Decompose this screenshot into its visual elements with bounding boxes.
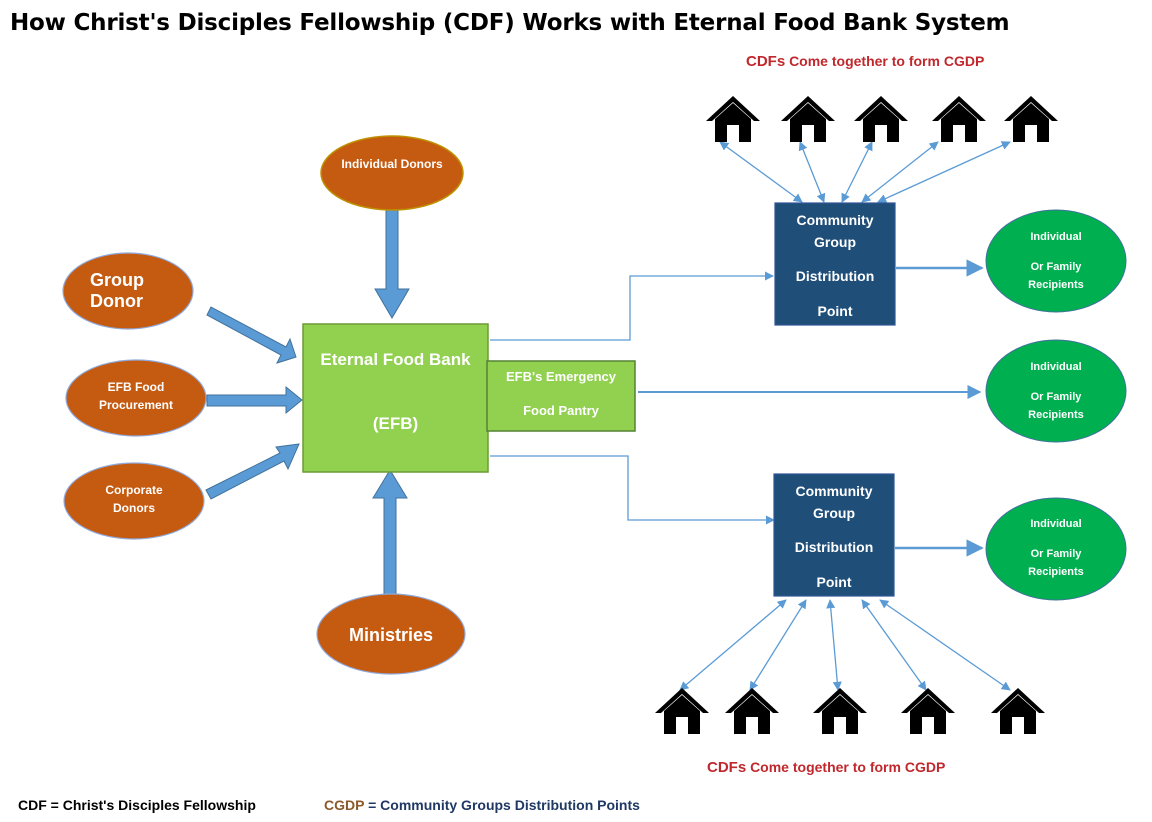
- ministries-node: [316, 593, 466, 675]
- recipient-3-line2: Or Family: [1030, 548, 1082, 560]
- house-icon: [725, 688, 779, 734]
- legend-cgdp-abbr: CGDP: [324, 797, 365, 813]
- link-house-top-4: [861, 141, 939, 203]
- pantry-line2: Food Pantry: [523, 403, 599, 418]
- cgdp-top-line4: Point: [817, 303, 853, 319]
- house-icon: [706, 96, 760, 142]
- efb-procurement-label: EFB Food Procurement: [98, 380, 174, 412]
- efb-abbr: (EFB): [372, 414, 419, 433]
- efb-procurement-node: [65, 359, 207, 437]
- link-house-top-3: [841, 141, 873, 203]
- ministries-label: Ministries: [348, 625, 434, 645]
- legend-cgdp-text: = Community Groups Distribution Points: [368, 797, 640, 813]
- house-icon: [901, 688, 955, 734]
- recipient-2-line2: Or Family: [1030, 391, 1082, 403]
- link-house-top-2: [798, 141, 826, 203]
- group-donor-node: [62, 252, 194, 330]
- bottom-note-text: Come together to form CGDP: [750, 759, 946, 775]
- top-note-prefix: CDFs: [746, 53, 786, 70]
- recipient-1-line2: Or Family: [1030, 261, 1082, 273]
- pantry-line1: EFB's Emergency: [505, 369, 617, 384]
- house-icon: [991, 688, 1045, 734]
- house-icon: [1004, 96, 1058, 142]
- cgdp-bottom-line2: Group: [813, 505, 855, 521]
- link-house-bottom-1: [679, 599, 787, 691]
- cgdp-bottom-node: [773, 473, 895, 597]
- cgdp-top-line2: Group: [814, 234, 856, 250]
- corporate-donors-label: Corporate Donors: [105, 483, 163, 515]
- cgdp-bottom-line1: Community: [795, 483, 873, 499]
- connector-efb-to-cgdp-bottom: [490, 455, 775, 525]
- cgdp-top-node: [774, 202, 896, 326]
- recipient-3-line3: Recipients: [1028, 566, 1084, 578]
- recipient-node-1: [985, 209, 1127, 313]
- house-icon: [655, 688, 709, 734]
- recipient-2-line3: Recipients: [1028, 409, 1084, 421]
- link-house-bottom-3: [826, 599, 842, 691]
- link-house-bottom-4: [861, 599, 927, 691]
- cgdp-bottom-line3: Distribution: [794, 539, 874, 555]
- bottom-note-prefix: CDFs: [707, 759, 747, 776]
- top-note-text: Come together to form CGDP: [789, 53, 985, 69]
- house-icon: [813, 688, 867, 734]
- recipient-2-line1: Individual: [1030, 361, 1082, 373]
- efb-node: [302, 323, 489, 473]
- cgdp-top-line1: Community: [796, 212, 874, 228]
- arrow-group-to-efb: [206, 306, 297, 364]
- bottom-houses: [655, 688, 1045, 734]
- house-icon: [932, 96, 986, 142]
- house-icon: [781, 96, 835, 142]
- recipient-node-3: [985, 497, 1127, 601]
- link-house-top-1: [719, 141, 803, 203]
- group-donor-label: Group Donor: [90, 270, 144, 311]
- recipient-1-line3: Recipients: [1028, 279, 1084, 291]
- arrow-corporate-to-efb: [205, 443, 300, 500]
- link-house-top-5: [877, 141, 1011, 203]
- pantry-node: [486, 360, 636, 432]
- top-note: CDFs Come together to form CGDP: [746, 53, 984, 70]
- top-houses: [706, 96, 1058, 142]
- house-icon: [854, 96, 908, 142]
- diagram-title: How Christ's Disciples Fellowship (CDF) …: [10, 10, 1010, 36]
- bottom-note: CDFs Come together to form CGDP: [707, 759, 945, 776]
- arrow-procurement-to-efb: [206, 385, 303, 415]
- donor-arrows: [205, 209, 410, 595]
- cgdp-bottom-line4: Point: [816, 574, 852, 590]
- connector-efb-to-cgdp-top: [490, 271, 774, 341]
- corporate-donors-node: [63, 462, 205, 540]
- link-house-bottom-5: [879, 599, 1011, 691]
- arrow-individual-to-efb: [374, 209, 410, 319]
- recipient-3-line1: Individual: [1030, 518, 1082, 530]
- link-house-bottom-2: [749, 599, 807, 691]
- individual-donors-label: Individual Donors: [341, 157, 443, 171]
- cgdp-top-line3: Distribution: [795, 268, 875, 284]
- legend-cdf: CDF = Christ's Disciples Fellowship: [18, 797, 256, 813]
- arrow-ministries-to-efb: [372, 469, 408, 595]
- legend-cgdp: CGDP = Community Groups Distribution Poi…: [324, 797, 640, 813]
- individual-donors-node: [320, 135, 464, 211]
- connectors: [490, 141, 1011, 691]
- recipient-1-line1: Individual: [1030, 231, 1082, 243]
- donor-shapes: [62, 135, 466, 675]
- recipient-node-2: [985, 339, 1127, 443]
- efb-name: Eternal Food Bank: [320, 350, 471, 369]
